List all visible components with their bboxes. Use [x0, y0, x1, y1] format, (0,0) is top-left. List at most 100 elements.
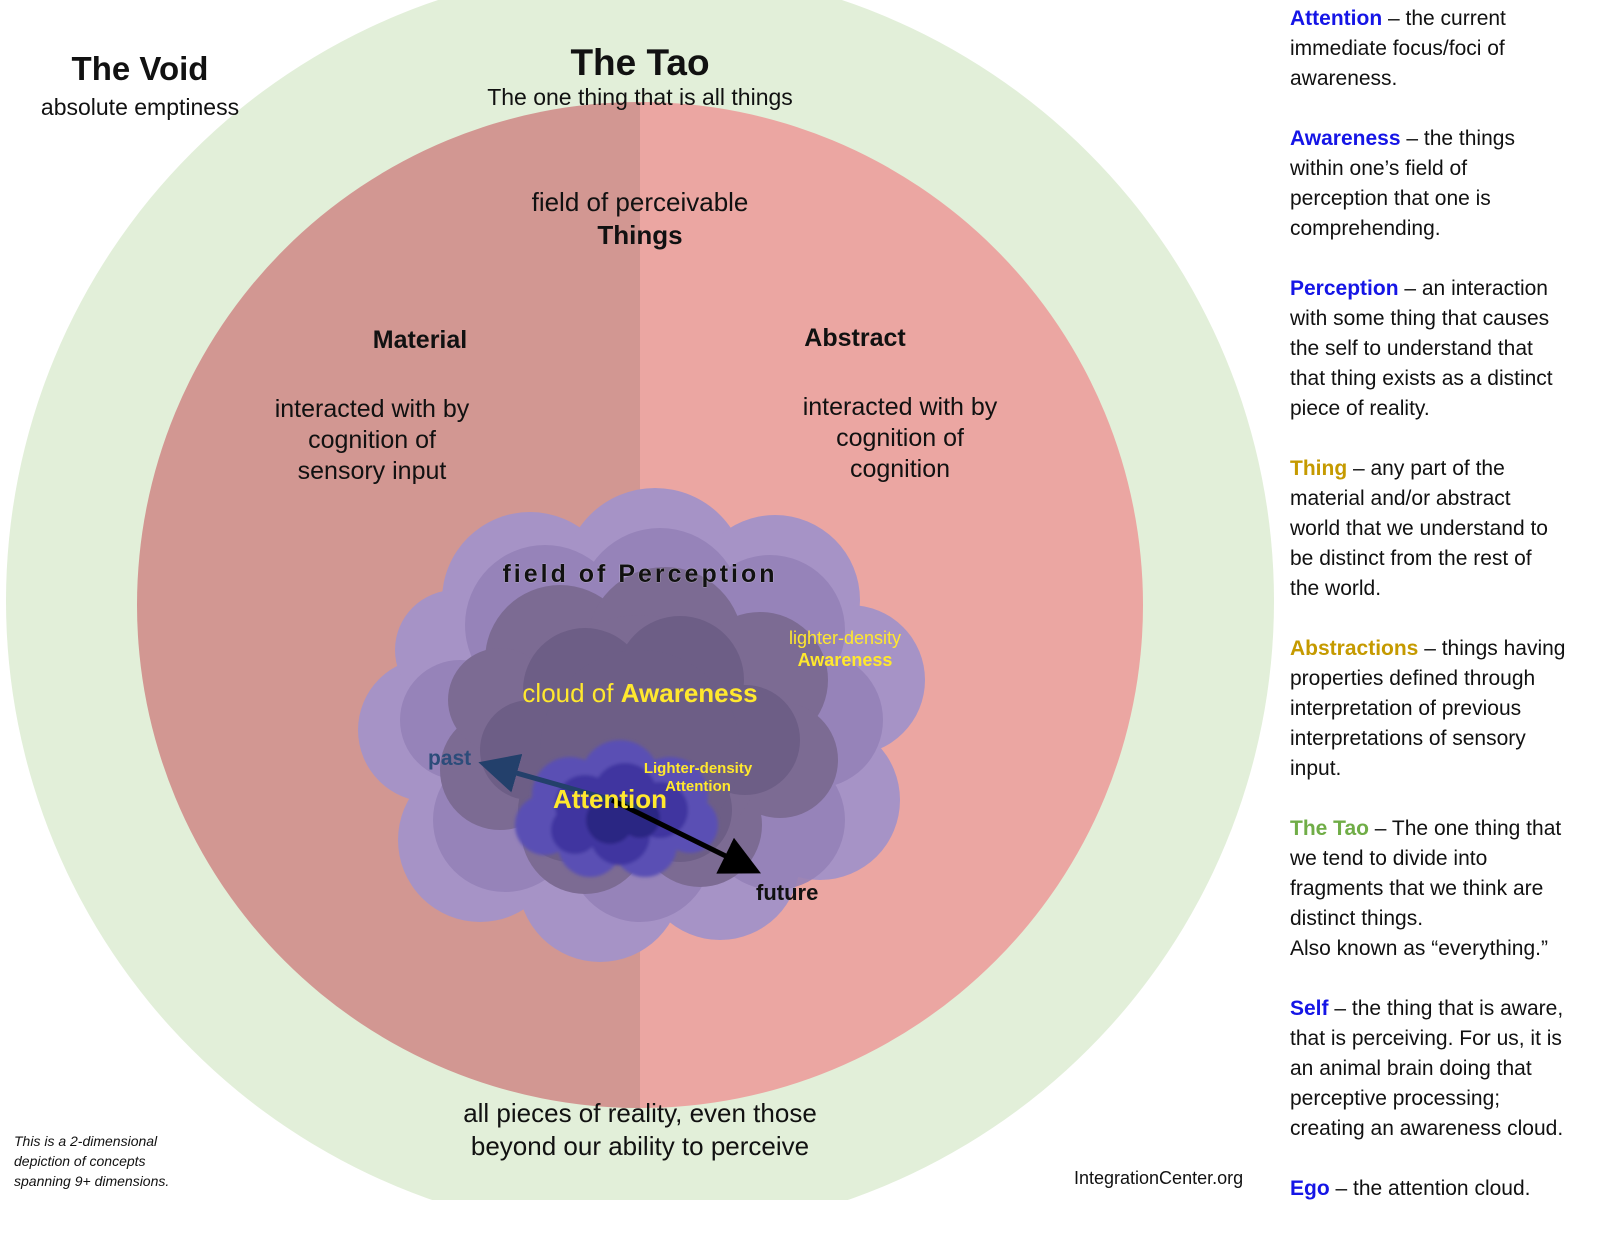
glossary-line: material and/or abstract [1290, 487, 1511, 510]
glossary-term: The Tao [1290, 817, 1369, 840]
glossary-term: Ego [1290, 1177, 1330, 1200]
things-line2: Things [597, 220, 683, 250]
perception-label: field of Perception [440, 560, 840, 589]
tao-diagram [6, 0, 1274, 1200]
awareness-label: cloud of Awareness [470, 678, 810, 709]
glossary-line: world that we understand to [1290, 517, 1548, 540]
abstract-line: interacted with by [802, 393, 998, 421]
glossary-line: Perception – an interaction [1290, 274, 1600, 304]
glossary-definition: – the thing that is aware, [1328, 997, 1564, 1020]
material-line: interacted with by [274, 395, 470, 423]
glossary-line: Also known as “everything.” [1290, 937, 1548, 960]
void-subtitle: absolute emptiness [40, 94, 240, 120]
glossary-term: Attention [1290, 7, 1383, 30]
glossary-definition: – the current [1382, 7, 1506, 30]
glossary-line: we tend to divide into [1290, 847, 1488, 870]
lighter-attention-line1: Lighter-density [643, 760, 753, 777]
glossary-line: immediate focus/foci of [1290, 37, 1505, 60]
glossary-term: Awareness [1290, 127, 1401, 150]
lighter-attention-line2: Attention [665, 778, 731, 795]
glossary-entry: Ego – the attention cloud. [1290, 1174, 1600, 1204]
footnote: This is a 2-dimensional depiction of con… [14, 1131, 214, 1191]
glossary-definition: – any part of the [1347, 457, 1505, 480]
lighter-awareness-line1: lighter-density [788, 628, 902, 648]
future-label: future [756, 880, 819, 905]
awareness-prefix: cloud of [522, 678, 621, 708]
perception-prefix: field of [502, 560, 619, 588]
glossary-line: within one’s field of [1290, 157, 1468, 180]
glossary-definition: – The one thing that [1368, 817, 1562, 840]
perception-bold: Perception [618, 560, 778, 588]
things-label: field of perceivable Things [480, 186, 800, 252]
glossary-line: awareness. [1290, 67, 1398, 90]
glossary-line: the self to understand that [1290, 337, 1533, 360]
tao-title: The Tao [570, 42, 710, 83]
glossary-line: distinct things. [1290, 907, 1424, 930]
glossary-line: creating an awareness cloud. [1290, 1117, 1564, 1140]
glossary-line: an animal brain doing that [1290, 1057, 1532, 1080]
material-description: interacted with by cognition of sensory … [232, 394, 512, 487]
glossary-term: Abstractions [1290, 637, 1419, 660]
lighter-awareness-label: lighter-density Awareness [755, 627, 935, 671]
glossary-entry: Perception – an interaction with some thi… [1290, 274, 1600, 424]
abstract-line: cognition of [836, 424, 964, 452]
things-line1: field of perceivable [531, 187, 749, 217]
glossary-definition: – the attention cloud. [1329, 1177, 1531, 1200]
attention-cloud [515, 740, 718, 877]
glossary-term: Perception [1290, 277, 1399, 300]
glossary-line: the world. [1290, 577, 1382, 600]
tao-subtitle: The one thing that is all things [487, 84, 793, 110]
awareness-bold: Awareness [620, 678, 758, 708]
glossary-line: perception that one is [1290, 187, 1491, 210]
material-line: cognition of [308, 426, 436, 454]
glossary-definition: – an interaction [1398, 277, 1548, 300]
glossary-line: Attention – the current [1290, 4, 1600, 34]
attention-label: Attention [552, 784, 668, 814]
glossary-term: Self [1290, 997, 1329, 1020]
tao-bottom-text: all pieces of reality, even those beyond… [420, 1097, 860, 1163]
past-label: past [428, 747, 472, 770]
glossary-line: be distinct from the rest of [1290, 547, 1532, 570]
glossary-entry: Attention – the current immediate focus/f… [1290, 4, 1600, 94]
material-title: Material [372, 326, 468, 354]
glossary-line: that thing exists as a distinct [1290, 367, 1553, 390]
glossary-line: Awareness – the things [1290, 124, 1600, 154]
lighter-awareness-line2: Awareness [797, 650, 893, 670]
glossary-line: Self – the thing that is aware, [1290, 994, 1600, 1024]
site-credit: IntegrationCenter.org [1074, 1168, 1244, 1188]
glossary-line: interpretations of sensory [1290, 727, 1526, 750]
glossary-line: piece of reality. [1290, 397, 1430, 420]
lighter-attention-label: Lighter-density Attention [628, 760, 768, 796]
bottom-line1: all pieces of reality, even those [463, 1098, 817, 1128]
bottom-line2: beyond our ability to perceive [470, 1131, 810, 1161]
glossary-line: with some thing that causes [1290, 307, 1550, 330]
abstract-line: cognition [849, 455, 951, 483]
glossary-line: input. [1290, 757, 1342, 780]
void-title: The Void [71, 50, 209, 87]
future-arrow [610, 797, 761, 874]
glossary-line: that is perceiving. For us, it is [1290, 1027, 1562, 1050]
glossary-term: Thing [1290, 457, 1348, 480]
glossary-entry: The Tao – The one thing that we tend to d… [1290, 814, 1600, 964]
material-line: sensory input [297, 457, 447, 485]
glossary-line: perceptive processing; [1290, 1087, 1501, 1110]
abstract-title: Abstract [804, 324, 906, 352]
glossary-entry: Self – the thing that is aware, that is p… [1290, 994, 1600, 1144]
glossary-line: Ego – the attention cloud. [1290, 1174, 1600, 1204]
abstract-description: interacted with by cognition of cognitio… [760, 392, 1040, 485]
glossary-line: The Tao – The one thing that [1290, 814, 1600, 844]
glossary-line: fragments that we think are [1290, 877, 1544, 900]
footnote-line: spanning 9+ dimensions. [14, 1173, 170, 1189]
glossary-entry: Awareness – the things within one’s field… [1290, 124, 1600, 244]
glossary-line: comprehending. [1290, 217, 1441, 240]
glossary-line: properties defined through [1290, 667, 1536, 690]
footnote-line: This is a 2-dimensional [14, 1133, 158, 1149]
glossary-definition: – things having [1418, 637, 1566, 660]
glossary: Attention – the current immediate focus/f… [1290, 4, 1600, 1234]
glossary-line: Abstractions – things having [1290, 634, 1600, 664]
glossary-definition: – the things [1400, 127, 1515, 150]
glossary-line: interpretation of previous [1290, 697, 1522, 720]
glossary-line: Thing – any part of the [1290, 454, 1600, 484]
footnote-line: depiction of concepts [14, 1153, 146, 1169]
glossary-entry: Abstractions – things having properties d… [1290, 634, 1600, 784]
